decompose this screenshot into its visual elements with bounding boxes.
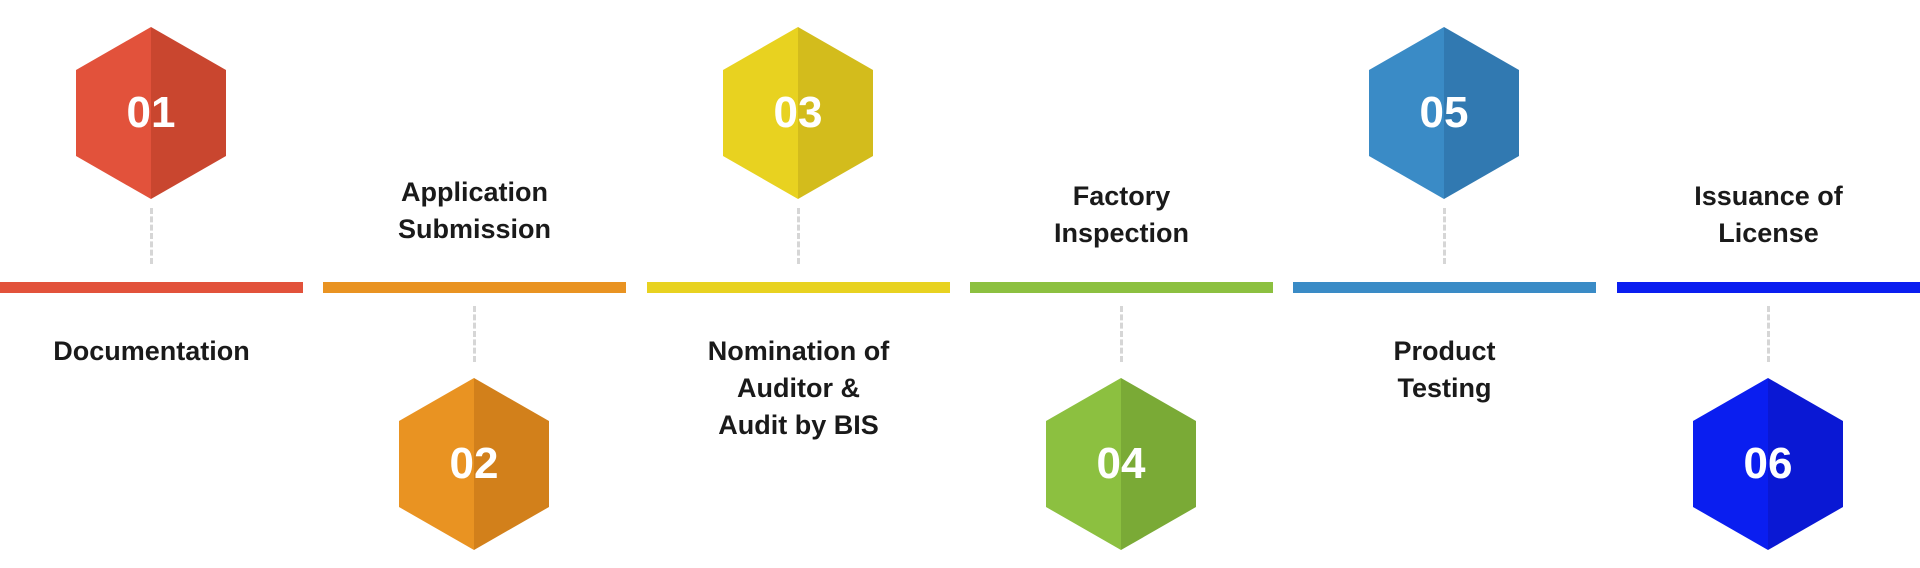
step-1-connector	[150, 208, 153, 264]
step-3-bar	[647, 282, 950, 293]
step-3: 03 Nomination of Auditor & Audit by BIS	[647, 0, 950, 568]
step-6-label-line: License	[1718, 218, 1819, 248]
step-5: 05 Product Testing	[1293, 0, 1596, 568]
step-6: 06 Issuance of License	[1617, 0, 1920, 568]
step-1-hexagon: 01	[76, 27, 226, 199]
step-1-label-line: Documentation	[53, 336, 250, 366]
step-1: 01 Documentation	[0, 0, 303, 568]
step-3-number: 03	[773, 88, 823, 137]
step-4-label: Factory Inspection	[970, 178, 1273, 252]
step-2-label-line: Application	[401, 177, 548, 207]
step-6-label: Issuance of License	[1617, 178, 1920, 252]
step-1-bar	[0, 282, 303, 293]
step-2-bar	[323, 282, 626, 293]
step-5-hexagon: 05	[1369, 27, 1519, 199]
step-4-number: 04	[1096, 439, 1146, 488]
step-5-label-line: Product	[1393, 336, 1496, 366]
step-6-connector	[1767, 306, 1770, 362]
step-3-connector	[797, 208, 800, 264]
step-6-hexagon: 06	[1693, 378, 1843, 550]
step-4-label-line: Inspection	[1053, 218, 1189, 248]
step-1-number: 01	[126, 88, 176, 137]
step-2-number: 02	[449, 439, 499, 488]
step-4-hexagon: 04	[1046, 378, 1196, 550]
step-3-label-line: Nomination of	[707, 336, 890, 366]
step-4: 04 Factory Inspection	[970, 0, 1273, 568]
step-1-label: Documentation	[0, 333, 303, 370]
step-5-label-line: Testing	[1397, 373, 1492, 403]
step-5-connector	[1443, 208, 1446, 264]
step-6-bar	[1617, 282, 1920, 293]
step-4-connector	[1120, 306, 1123, 362]
step-4-label-line: Factory	[1072, 181, 1171, 211]
step-3-label-line: Audit by BIS	[718, 410, 879, 440]
step-2-hexagon: 02	[399, 378, 549, 550]
step-2-label-line: Submission	[397, 214, 552, 244]
step-2-connector	[473, 306, 476, 362]
step-2-label: Application Submission	[323, 174, 626, 248]
step-4-bar	[970, 282, 1273, 293]
step-5-bar	[1293, 282, 1596, 293]
step-6-number: 06	[1743, 439, 1793, 488]
step-3-label-line: Auditor &	[737, 373, 860, 403]
step-6-label-line: Issuance of	[1694, 181, 1843, 211]
step-3-hexagon: 03	[723, 27, 873, 199]
step-5-number: 05	[1419, 88, 1469, 137]
step-5-label: Product Testing	[1293, 333, 1596, 407]
step-3-label: Nomination of Auditor & Audit by BIS	[647, 333, 950, 444]
step-2: 02 Application Submission	[323, 0, 626, 568]
